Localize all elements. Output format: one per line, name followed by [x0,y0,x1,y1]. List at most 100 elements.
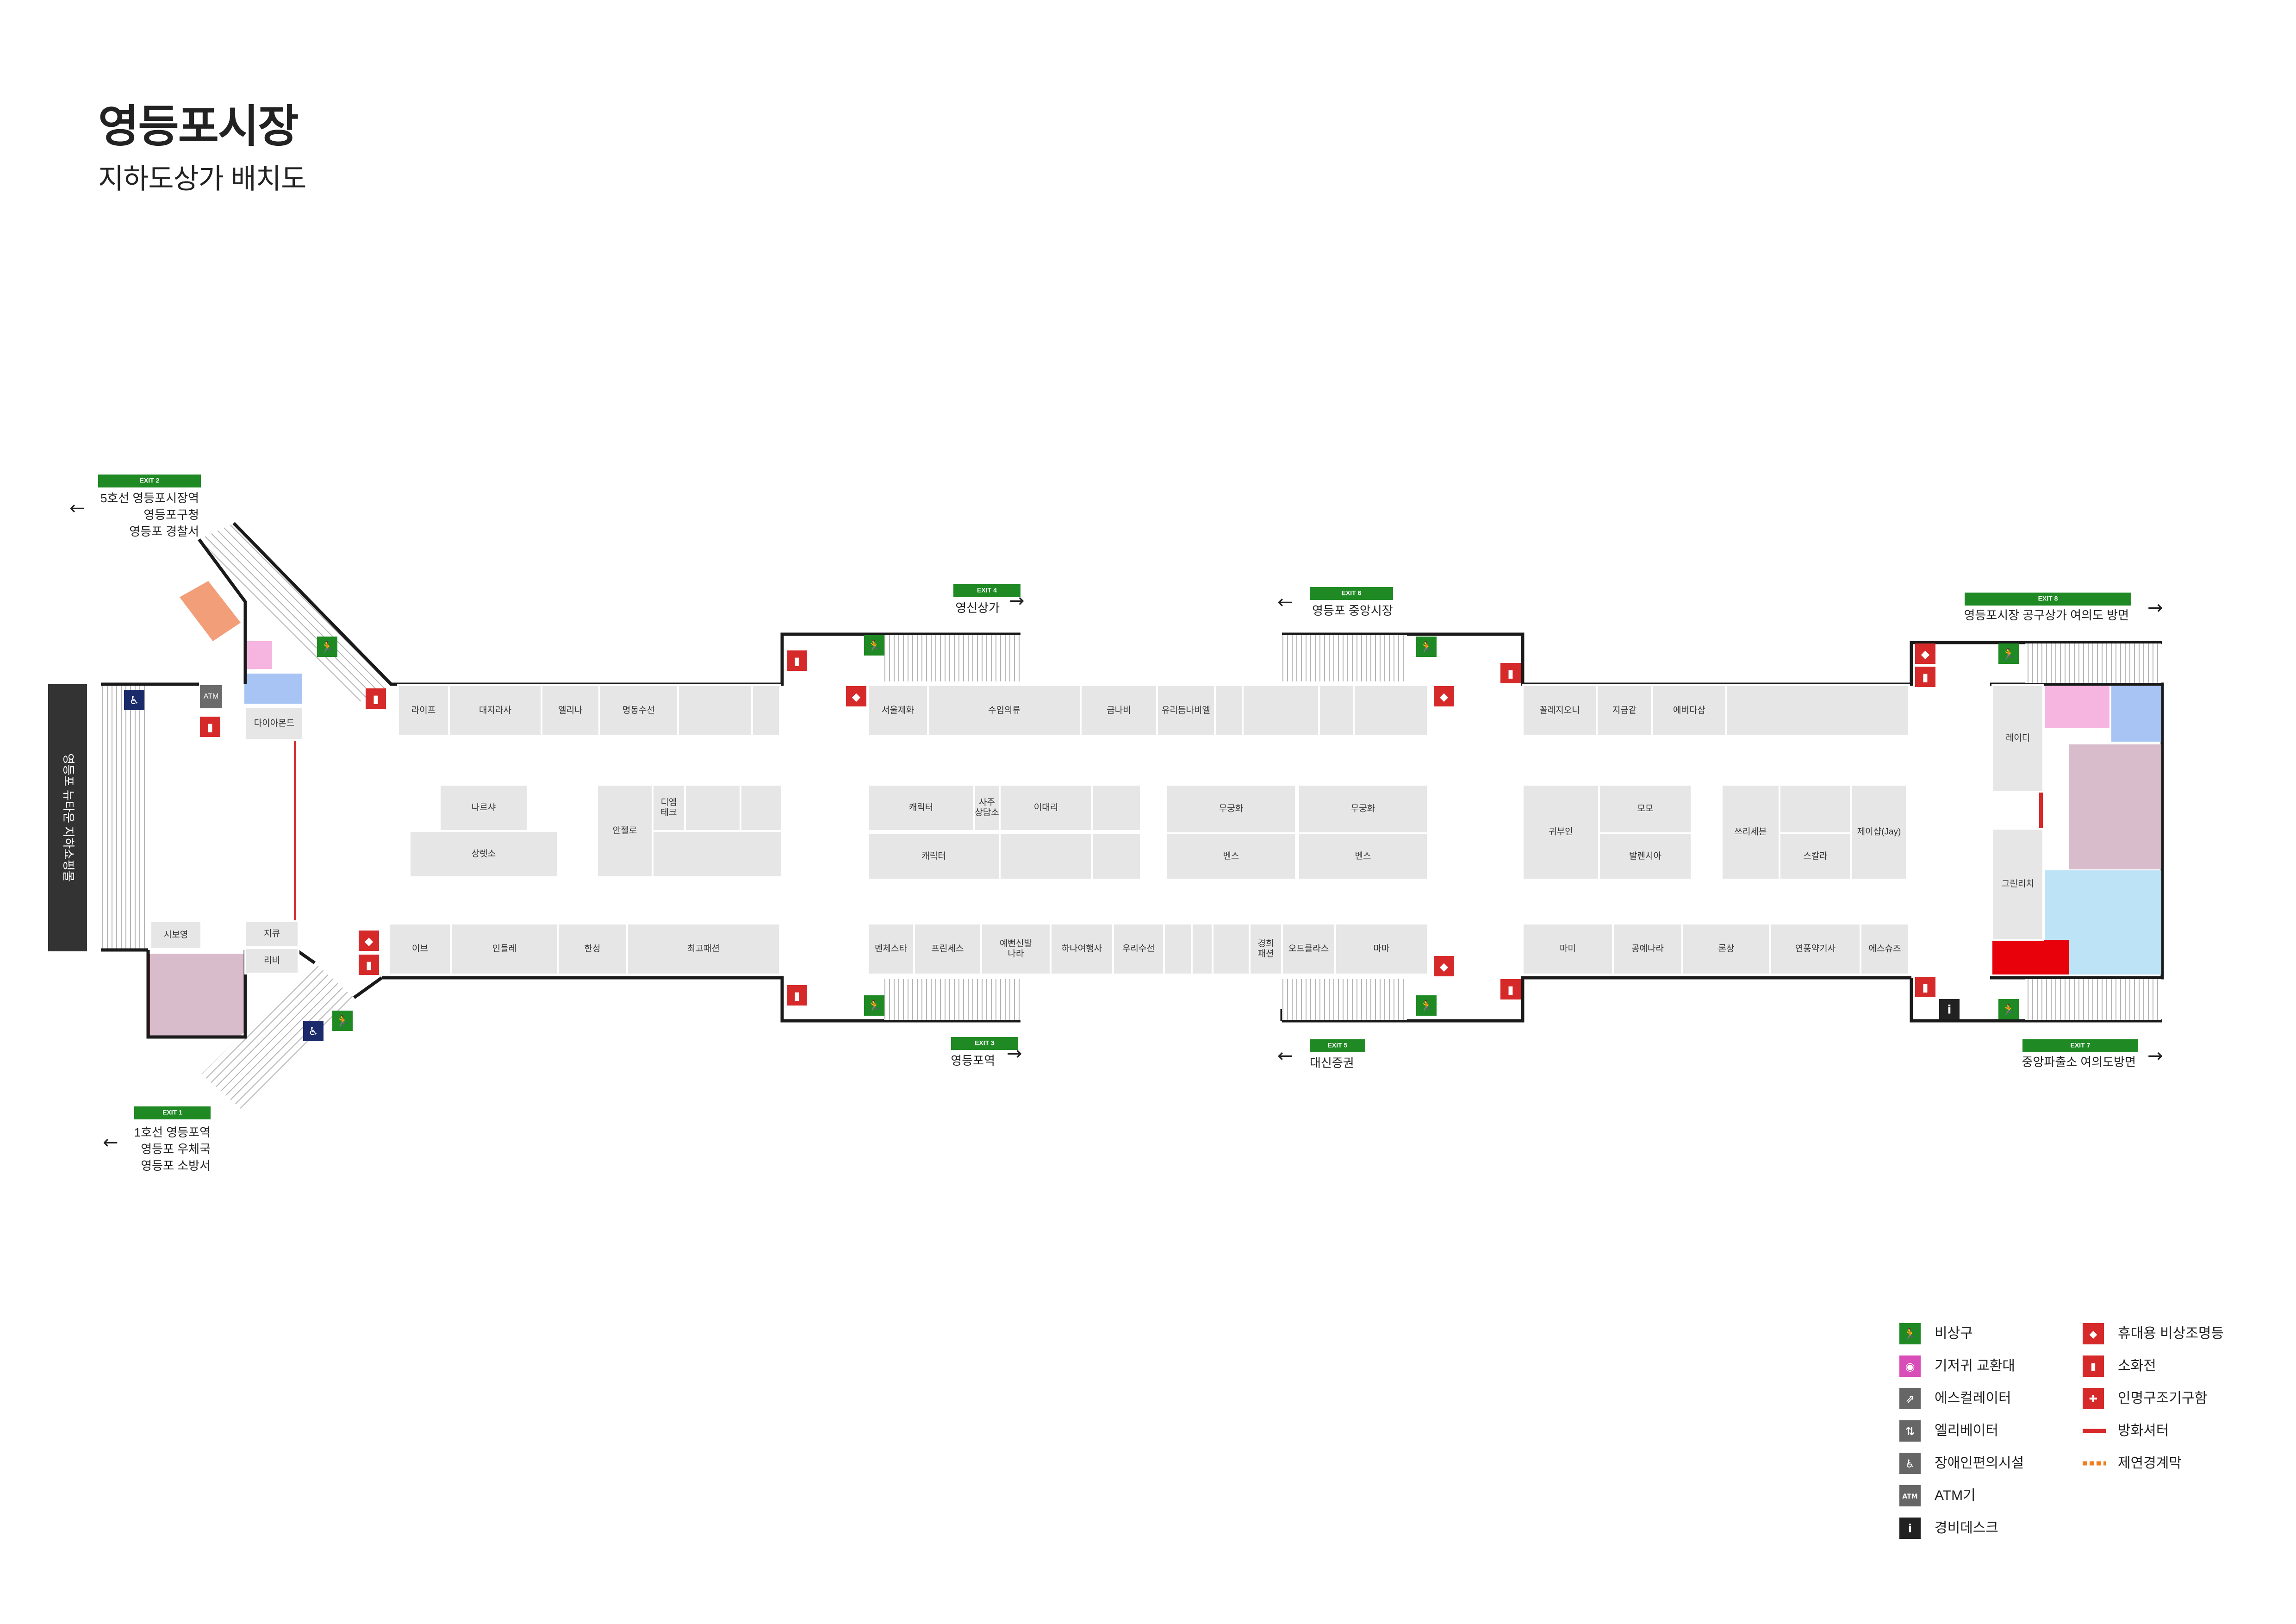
svg-text:▮: ▮ [373,693,379,706]
fire-hydrant-icon: ▮ [366,688,386,709]
svg-text:▮: ▮ [794,989,800,1002]
exit-badge [1310,587,1393,600]
shop-unit [1596,684,1653,737]
exit-destination: 영신상가 [955,601,1000,615]
emergency-light-icon: ◆ [2083,1323,2104,1344]
shop-label: 론상 [1718,943,1735,954]
shop-label: 발렌시아 [1629,851,1661,861]
shop-label: 제이샵(Jay) [1857,827,1901,837]
svg-text:⇅: ⇅ [1905,1425,1915,1438]
elevator-icon: ⇅ [1899,1420,1921,1442]
shop-unit [1165,784,1297,834]
svg-text:◉: ◉ [1905,1360,1915,1373]
emergency-exit-icon: 🏃 [1899,1323,1921,1344]
svg-text:▮: ▮ [1922,671,1928,684]
shop-unit [980,923,1052,975]
shop-label: 한성 [585,943,601,954]
exit-destination: 영등포 소방서 [141,1159,211,1173]
shop-unit [1522,923,1614,975]
shop-unit [1242,684,1320,737]
shop-label: 모모 [1637,804,1654,814]
rescue-kit-icon: ✚ [2083,1388,2104,1409]
svg-text:🏃: 🏃 [1419,641,1433,654]
shop-label: 안젤로 [613,825,637,836]
emergency-light-icon: ◆ [359,931,379,951]
svg-text:🏃: 🏃 [336,1015,349,1028]
fire-hydrant-icon: ▮ [1915,977,1935,997]
fire-hydrant-icon: ▮ [1500,979,1521,999]
svg-text:♿: ♿ [129,694,139,707]
shop-unit [1080,684,1158,737]
legend-label: 기저귀 교환대 [1935,1358,2015,1374]
shop-unit [397,684,450,737]
shop-unit [740,784,783,832]
shop-unit [1297,784,1429,834]
shop-label: 마미 [1560,943,1576,954]
shop-unit [557,923,628,975]
svg-text:🏃: 🏃 [320,641,334,654]
shop-unit [1991,828,2044,941]
shop-unit [541,684,600,737]
security-desk-icon: i [1939,999,1960,1019]
shop-label: 에스슈즈 [1869,943,1901,954]
atm-label: ATM [204,693,219,700]
exit-destination: 영등포 중앙시장 [1312,604,1393,618]
shop-label: 대지라사 [479,705,511,715]
exit-badge [951,1037,1018,1050]
svg-text:◆: ◆ [1440,690,1449,703]
shop-unit [1318,684,1355,737]
fire-hydrant-icon: ▮ [1500,663,1521,683]
page-subtitle: 지하도상가 배치도 [98,163,306,194]
diaper-room [244,641,272,669]
svg-text:▮: ▮ [366,959,372,972]
svg-text:▮: ▮ [2091,1361,2096,1373]
shop-label: 레이디 [2006,733,2030,743]
shop-unit [1612,923,1683,975]
fire-hydrant-icon: ▮ [200,717,220,737]
emergency-exit-icon: 🏃 [864,995,884,1016]
east-red-room [1992,940,2069,974]
east-mauve-room [2069,744,2161,869]
exit4-stairs [884,635,1020,681]
exit-badge [1310,1039,1365,1052]
legend-item: ⇅ 엘리베이터 [1899,1420,1998,1442]
svg-text:✚: ✚ [2089,1393,2097,1405]
restroom-east [2111,686,2161,742]
svg-text:🏃: 🏃 [867,639,881,652]
shop-unit [999,784,1093,832]
direction-arrow-icon: ← [103,1132,118,1153]
shop-label: 무궁화 [1351,804,1375,814]
svg-text:▮: ▮ [1507,667,1513,680]
shop-unit [1091,832,1142,881]
shop-label: 프린세스 [932,943,964,954]
emergency-light-icon: ◆ [1915,643,1935,664]
exit-destination: 대신증권 [1310,1056,1354,1070]
exit-code: EXIT 6 [1342,589,1362,597]
shop-unit [867,832,1001,881]
corridor-walls [101,522,2164,1039]
legend-label: 비상구 [1935,1326,1973,1341]
emergency-exit-icon: 🏃 [1998,999,2019,1019]
legend-label: 엘리베이터 [1935,1423,1998,1438]
shop-label: 금나비 [1107,705,1131,715]
shop-unit [867,684,929,737]
svg-text:▮: ▮ [1922,981,1928,994]
fire-hydrant-icon: ▮ [359,955,379,975]
svg-text:🏃: 🏃 [1419,999,1433,1012]
shop-unit [1191,923,1213,975]
shop-unit [1214,684,1244,737]
fire-hydrant-icon: ▮ [787,985,807,1006]
shop-label: 명동수선 [622,705,655,715]
shop-unit [867,784,975,832]
direction-arrow-icon: ← [69,498,85,519]
shop-unit [1850,784,1908,881]
exit8-stairs [2025,643,2161,683]
direction-arrow-icon: → [2147,1045,2163,1067]
shop-label: 꼴레지오니 [1539,705,1580,715]
fire-hydrant-icon: ▮ [787,650,807,671]
shop-unit [1651,684,1727,737]
shop-unit [1860,923,1910,975]
legend-label: 장애인편의시설 [1935,1455,2024,1471]
shop-label: 멘체스타 [875,943,907,954]
